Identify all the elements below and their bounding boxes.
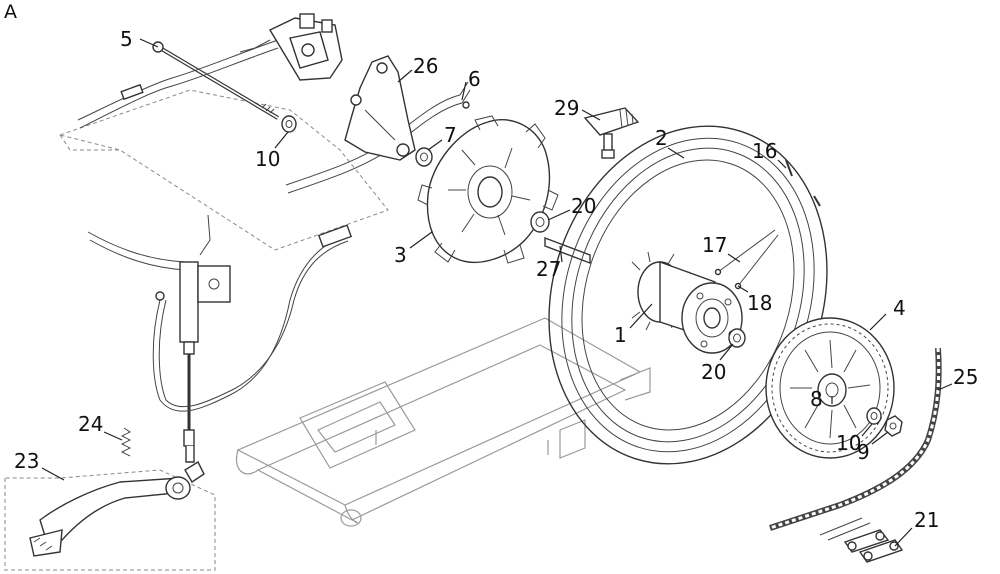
callout-8: 8 (810, 387, 823, 411)
diagram-corner-label: A (4, 1, 17, 23)
bearing-upper (530, 211, 550, 233)
spoke-nipples (785, 159, 821, 207)
caliper-bracket (344, 55, 416, 161)
brake-pedal (29, 461, 205, 557)
washer-upper (281, 115, 297, 133)
callout-20-lower: 20 (701, 360, 726, 384)
brake-disc (417, 115, 559, 264)
callout-16: 16 (752, 139, 777, 163)
callout-labels: 5 26 6 7 10 29 2 16 20 3 27 17 18 4 1 20… (14, 27, 978, 532)
spokes (714, 229, 779, 290)
callout-17: 17 (702, 233, 727, 257)
callout-10-lower: 10 (836, 431, 861, 455)
washer-lower (866, 407, 882, 425)
bearing-lower (728, 328, 746, 348)
callout-29: 29 (554, 96, 579, 120)
callout-10-upper: 10 (255, 147, 280, 171)
rear-axle (152, 41, 280, 120)
callout-26: 26 (413, 54, 438, 78)
spacer-7 (415, 147, 433, 167)
assembly-guide-lines (4, 89, 389, 571)
callout-7: 7 (444, 123, 457, 147)
callout-1: 1 (614, 323, 627, 347)
callout-20-upper: 20 (571, 194, 596, 218)
callout-25: 25 (953, 365, 978, 389)
callout-5: 5 (120, 27, 133, 51)
leader-lines (41, 38, 953, 547)
rear-sprocket (765, 317, 895, 459)
wheel-hub (631, 251, 743, 354)
rear-master-cylinder (87, 214, 353, 463)
callout-9: 9 (857, 440, 870, 464)
drive-chain (769, 347, 942, 531)
sprocket-nut (884, 415, 903, 437)
callout-21: 21 (914, 508, 939, 532)
brake-caliper (239, 13, 343, 81)
callout-6: 6 (468, 67, 481, 91)
return-spring (120, 427, 132, 457)
callout-2: 2 (655, 126, 668, 150)
tire-valve (583, 107, 640, 159)
swingarm (236, 317, 651, 527)
callout-4: 4 (893, 296, 906, 320)
callout-24: 24 (78, 412, 103, 436)
callout-3: 3 (394, 243, 407, 267)
callout-23: 23 (14, 449, 39, 473)
callout-18: 18 (747, 291, 772, 315)
chain-master-link (819, 517, 904, 563)
callout-27: 27 (536, 257, 561, 281)
